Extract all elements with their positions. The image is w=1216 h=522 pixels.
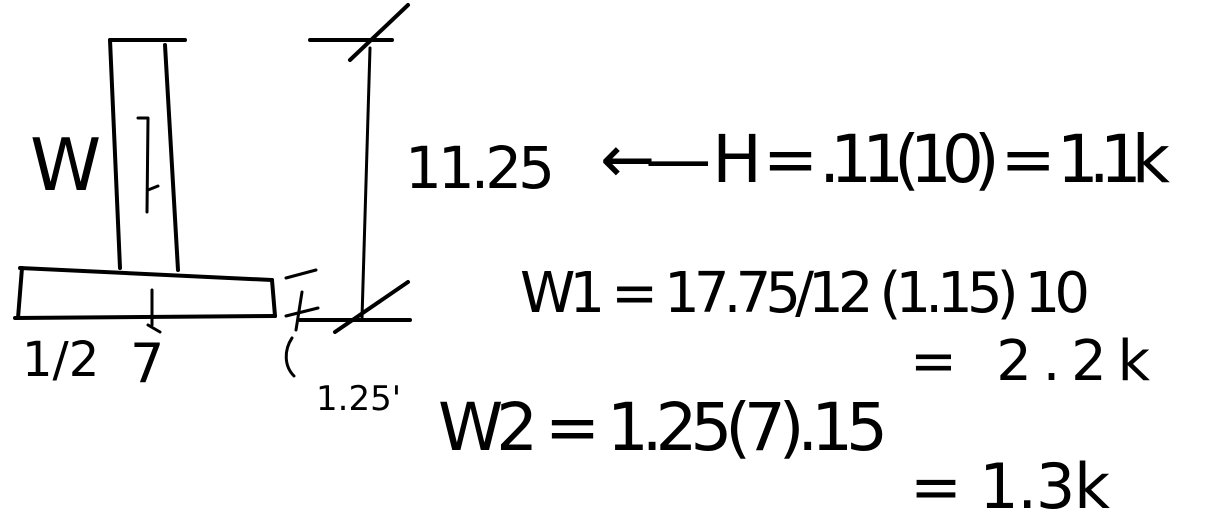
base-thickness-label: 1.25': [316, 379, 401, 419]
footing-outline: [13, 266, 277, 327]
equation-horizontal-force: ←— H = .11(10) = 1.1k: [600, 121, 1171, 198]
equation-w2: W2 = 1.25(7).15: [438, 389, 888, 466]
stem-load-label: W: [30, 123, 101, 207]
heel-dimension-label: 1/2: [22, 332, 99, 388]
height-dimension-label: 11.25: [405, 134, 555, 202]
equation-w1-result: = 2.2k: [910, 329, 1151, 394]
equation-w1: W1 = 17.75/12 (1.15) 10: [520, 261, 1090, 326]
toe-dimension-label: 7: [130, 332, 164, 395]
equation-w2-result: = 1.3k: [910, 450, 1110, 522]
stem-force-marks: [136, 116, 160, 214]
height-dimension-line: [298, 3, 412, 334]
thickness-dimension-marks: [146, 268, 320, 378]
wall-stem-outline: [108, 38, 187, 272]
